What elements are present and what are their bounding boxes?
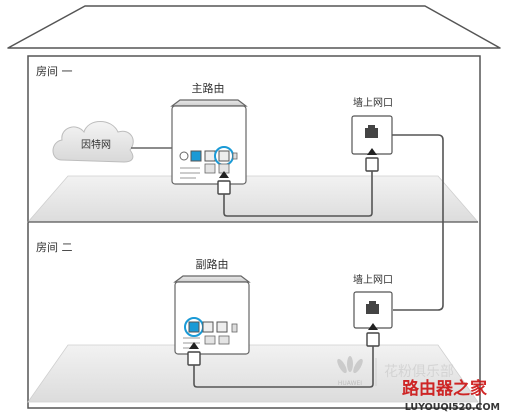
main-router	[170, 99, 248, 185]
arrow-up-icon	[219, 171, 229, 178]
watermark-site-name: 路由器之家	[402, 378, 487, 399]
watermark-club: 花粉俱乐部	[384, 364, 454, 380]
sub-router	[173, 275, 251, 355]
sub-router-label: 副路由	[196, 257, 229, 271]
internet-cloud-label: 因特网	[81, 139, 111, 151]
cable-main-to-wall	[223, 171, 373, 217]
cable-wall-riser	[392, 134, 444, 311]
arrow-up-icon	[189, 342, 199, 349]
huawei-logo-icon	[337, 356, 363, 374]
main-router-label: 主路由	[192, 81, 225, 95]
wall-port-bottom	[353, 291, 393, 329]
ethernet-plug-icon	[187, 351, 201, 366]
cable-sub-to-wall	[193, 346, 374, 388]
power-port-icon	[179, 151, 189, 161]
arrow-up-icon	[367, 148, 377, 155]
ethernet-plug-icon	[217, 180, 231, 195]
wan-port-icon	[188, 321, 200, 333]
watermark-site-url: LUYOUQI520.COM	[405, 402, 500, 413]
internet-cloud: 因特网	[52, 121, 134, 163]
ethernet-plug-icon	[365, 157, 379, 172]
lan-port-icon	[204, 150, 216, 162]
wall-port-bottom-label: 墙上网口	[353, 273, 393, 286]
arrow-up-icon	[368, 323, 378, 330]
ethernet-plug-icon	[366, 332, 380, 347]
watermark: HUAWEI 花粉俱乐部 路由器之家 LUYOUQI520.COM	[337, 356, 500, 413]
wall-port-top-label: 墙上网口	[353, 96, 393, 109]
room-label-2: 房间 二	[36, 241, 73, 254]
room-label-1: 房间 一	[36, 65, 73, 78]
wan-port-icon	[190, 150, 202, 162]
watermark-brand: HUAWEI	[338, 380, 362, 387]
floor-slab	[27, 175, 479, 223]
